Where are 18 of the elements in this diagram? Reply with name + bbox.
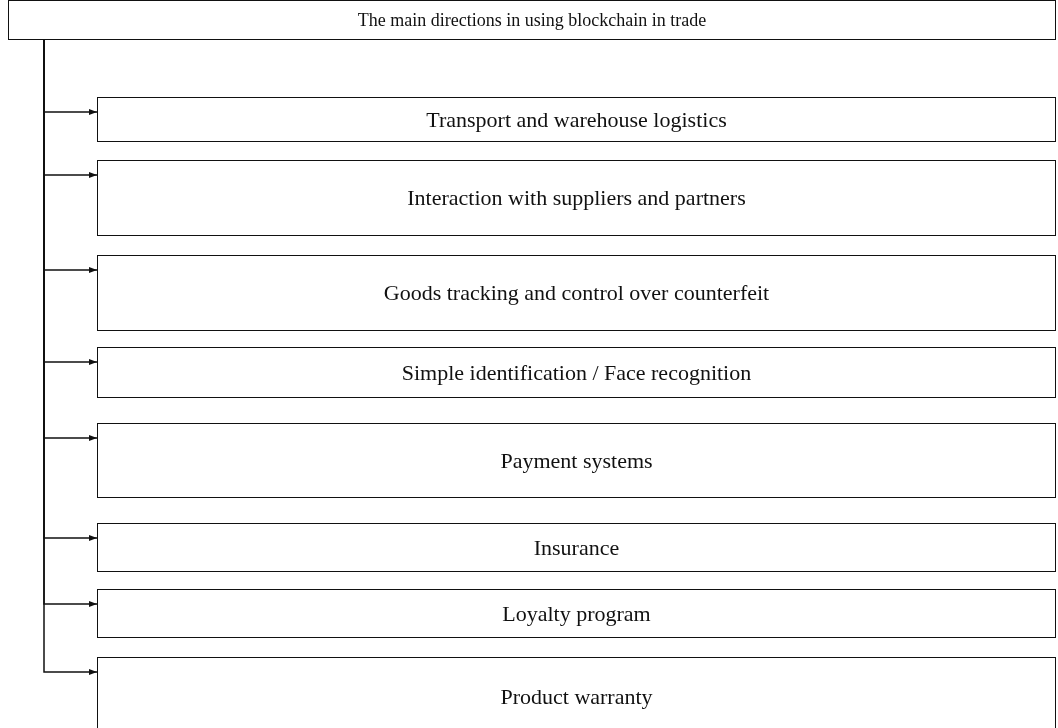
title-text: The main directions in using blockchain in trade xyxy=(357,9,707,31)
header-box xyxy=(8,0,1056,40)
category-box xyxy=(97,97,1056,142)
category-box xyxy=(97,160,1056,236)
category-label: Goods tracking and control over counterfeit xyxy=(383,280,770,306)
category-label: Transport and warehouse logistics xyxy=(426,106,727,133)
category-label: Insurance xyxy=(533,534,620,561)
category-box xyxy=(97,255,1056,331)
category-box xyxy=(97,523,1056,572)
category-label: Payment systems xyxy=(500,447,653,474)
category-label: Loyalty program xyxy=(502,600,651,627)
category-box xyxy=(97,657,1056,728)
category-label: Product warranty xyxy=(500,684,653,710)
category-label: Interaction with suppliers and partners xyxy=(407,185,746,211)
category-label: Simple identification / Face recognition xyxy=(401,359,752,386)
category-box xyxy=(97,589,1056,638)
category-box xyxy=(97,347,1056,398)
category-box xyxy=(97,423,1056,498)
